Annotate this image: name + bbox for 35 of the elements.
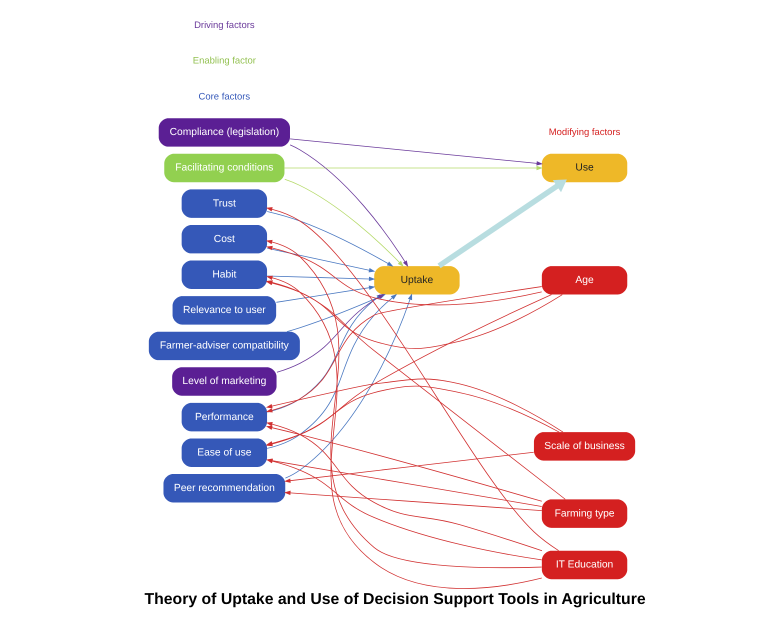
arrow: [284, 166, 543, 170]
node-box: Peer recommendation: [163, 474, 286, 503]
node-box: Trust: [182, 189, 268, 218]
arrow: [290, 138, 543, 166]
node-box: Relevance to user: [172, 296, 276, 325]
node-box: Ease of use: [182, 438, 268, 467]
node-box: Cost: [182, 224, 268, 254]
node-box: Level of marketing: [172, 367, 277, 396]
arrow: [266, 248, 376, 272]
label: Modifying factors: [548, 126, 620, 138]
arrow: [266, 211, 394, 267]
label: Driving factors: [194, 20, 255, 32]
node-box: Farming type: [542, 499, 628, 528]
node-box: Scale of business: [534, 432, 636, 461]
label: Core factors: [198, 91, 250, 102]
arrow: [266, 276, 376, 282]
node-box: Compliance (legislation): [158, 118, 290, 147]
node-box: Habit: [182, 260, 268, 290]
label: Enabling factor: [192, 56, 256, 67]
arrow: [290, 144, 408, 267]
node-box: IT Education: [542, 550, 628, 580]
node-box: Performance: [182, 402, 268, 432]
arrow: [266, 378, 564, 432]
diagram-title: Theory of Uptake and Use of Decision Support Tools in Agriculture: [144, 590, 646, 608]
arrow: [284, 490, 542, 512]
node-box: Facilitating conditions: [164, 154, 284, 182]
arrow: [276, 286, 376, 303]
arrow: [438, 179, 567, 268]
arrow: [284, 452, 534, 483]
node-box: Age: [542, 266, 628, 295]
arrow: [266, 286, 542, 412]
arrow: [284, 178, 404, 267]
node-box: Use: [542, 154, 628, 182]
node-box: Uptake: [374, 266, 460, 295]
node-box: Farmer-adviser compatibility: [148, 332, 300, 360]
